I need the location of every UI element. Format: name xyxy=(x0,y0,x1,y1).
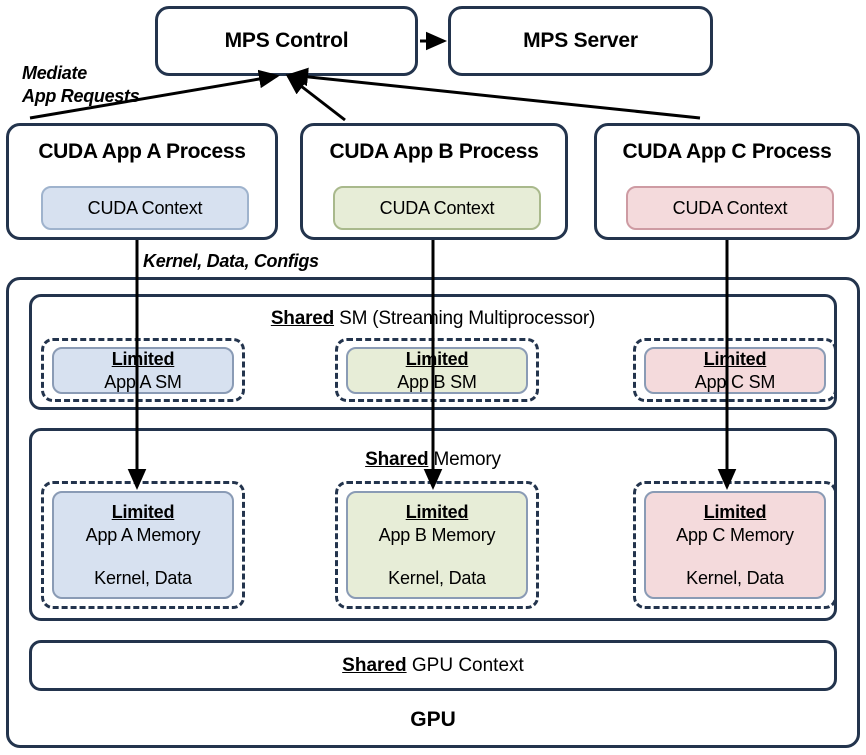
mps-server-label: MPS Server xyxy=(523,29,638,52)
shared-gpu-context-label: Shared GPU Context xyxy=(342,655,524,677)
shared-memory-section: Shared Memory Limited App A Memory Kerne… xyxy=(29,428,837,621)
kernel-data-configs-label: Kernel, Data, Configs xyxy=(143,251,319,271)
cuda-context-a: CUDA Context xyxy=(41,186,249,230)
app-c-memory-detail: Kernel, Data xyxy=(686,567,784,588)
shared-sm-label: Shared SM (Streaming Multiprocessor) xyxy=(32,308,834,330)
cuda-context-c: CUDA Context xyxy=(626,186,834,230)
app-b-memory-detail: Kernel, Data xyxy=(388,567,486,588)
app-c-sm-limited-label: Limited xyxy=(703,348,767,369)
app-b-sm-limited-label: Limited xyxy=(405,348,469,369)
app-a-sm-unit: Limited App A SM xyxy=(52,347,234,394)
shared-memory-rest: Memory xyxy=(428,449,501,470)
app-a-memory-limited-label: Limited xyxy=(111,501,175,522)
shared-sm-shared-word: Shared xyxy=(270,308,335,329)
app-a-sm-limited-label: Limited xyxy=(111,348,175,369)
app-b-sm-dashed-boundary xyxy=(335,338,539,402)
app-a-memory-unit: Limited App A Memory Kernel, Data xyxy=(52,491,234,599)
app-c-sm-name: App C SM xyxy=(694,371,776,392)
app-c-memory-name: App C Memory xyxy=(676,524,794,545)
app-a-memory-detail: Kernel, Data xyxy=(94,567,192,588)
mediate-app-requests-label: Mediate App Requests xyxy=(22,63,140,106)
app-a-sm-name: App A SM xyxy=(104,371,182,392)
app-c-sm-dashed-boundary xyxy=(633,338,837,402)
shared-memory-shared-word: Shared xyxy=(365,449,429,470)
app-b-memory-limited-label: Limited xyxy=(405,501,469,522)
shared-sm-section: Shared SM (Streaming Multiprocessor) Lim… xyxy=(29,294,837,410)
cuda-app-a-process-box: CUDA App A Process CUDA Context xyxy=(6,123,278,240)
shared-sm-rest: SM (Streaming Multiprocessor) xyxy=(334,308,596,329)
cuda-app-b-process-box: CUDA App B Process CUDA Context xyxy=(300,123,568,240)
app-b-memory-unit: Limited App B Memory Kernel, Data xyxy=(346,491,528,599)
gpu-label: GPU xyxy=(410,708,456,731)
shared-gpu-context-rest: GPU Context xyxy=(406,654,524,676)
mps-server-box: MPS Server xyxy=(448,6,713,76)
app-a-memory-name: App A Memory xyxy=(85,524,201,545)
cuda-app-a-process-title: CUDA App A Process xyxy=(38,140,246,163)
cuda-context-c-label: CUDA Context xyxy=(672,197,788,218)
app-b-sm-name: App B SM xyxy=(397,371,477,392)
cuda-app-c-process-box: CUDA App C Process CUDA Context xyxy=(594,123,860,240)
app-c-memory-unit: Limited App C Memory Kernel, Data xyxy=(644,491,826,599)
mps-control-label: MPS Control xyxy=(224,29,349,52)
cuda-context-b: CUDA Context xyxy=(333,186,541,230)
app-a-sm-dashed-boundary xyxy=(41,338,245,402)
app-c-memory-limited-label: Limited xyxy=(703,501,767,522)
mps-control-box: MPS Control xyxy=(155,6,418,76)
shared-gpu-context-shared-word: Shared xyxy=(342,654,407,676)
app-c-sm-unit: Limited App C SM xyxy=(644,347,826,394)
arrow-app-b-to-control xyxy=(285,74,346,122)
shared-gpu-context-box: Shared GPU Context xyxy=(29,640,837,691)
cuda-context-a-label: CUDA Context xyxy=(87,197,203,218)
cuda-app-c-process-title: CUDA App C Process xyxy=(622,140,832,163)
cuda-app-b-process-title: CUDA App B Process xyxy=(329,140,539,163)
app-b-memory-name: App B Memory xyxy=(378,524,496,545)
app-b-sm-unit: Limited App B SM xyxy=(346,347,528,394)
shared-memory-label: Shared Memory xyxy=(32,449,834,471)
arrow-app-c-to-control xyxy=(287,67,701,120)
cuda-context-b-label: CUDA Context xyxy=(379,197,495,218)
